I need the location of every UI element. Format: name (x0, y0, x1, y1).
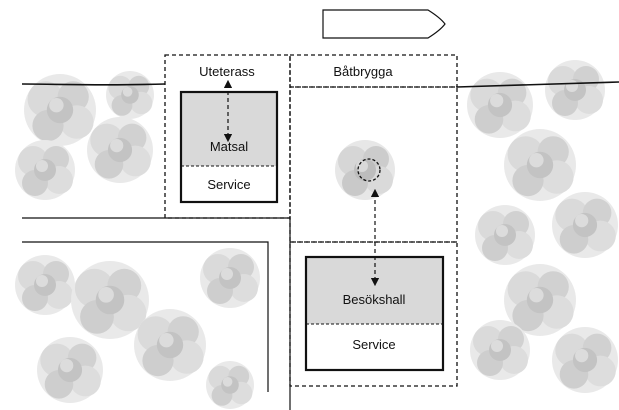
tree-icon (134, 309, 206, 381)
tree-icon (206, 361, 254, 409)
zone-besokshall (289, 241, 458, 387)
tree-icon (87, 117, 153, 183)
shoreline-left (21, 83, 166, 86)
label-uteterass: Uteterass (199, 64, 255, 79)
boat-icon (322, 9, 446, 39)
tree-icon (71, 261, 149, 339)
tree-icon (475, 205, 535, 265)
tree-icon (470, 320, 530, 380)
shoreline-right (456, 81, 619, 88)
tree-icon (552, 192, 618, 258)
zone-uteterass (164, 54, 291, 219)
tree-focus-circle (357, 158, 381, 182)
tree-icon (545, 60, 605, 120)
label-batbrygga: Båtbrygga (333, 64, 393, 79)
tree-icon (37, 337, 103, 403)
label-besokshall: Besökshall (343, 292, 406, 307)
zone-batbrygga (289, 54, 458, 88)
label-matsal: Matsal (210, 139, 248, 154)
plot-line-inner (22, 241, 269, 392)
label-service-left: Service (207, 177, 250, 192)
tree-icon (106, 71, 154, 119)
tree-icon (15, 140, 75, 200)
tree-icon (15, 255, 75, 315)
tree-icon (335, 140, 395, 200)
tree-icon (552, 327, 618, 393)
label-service-right: Service (352, 337, 395, 352)
tree-icon (467, 72, 533, 138)
tree-icon (200, 248, 260, 308)
besokshall-room (306, 257, 443, 324)
matsal-room (181, 92, 277, 166)
tree-icon (504, 129, 576, 201)
